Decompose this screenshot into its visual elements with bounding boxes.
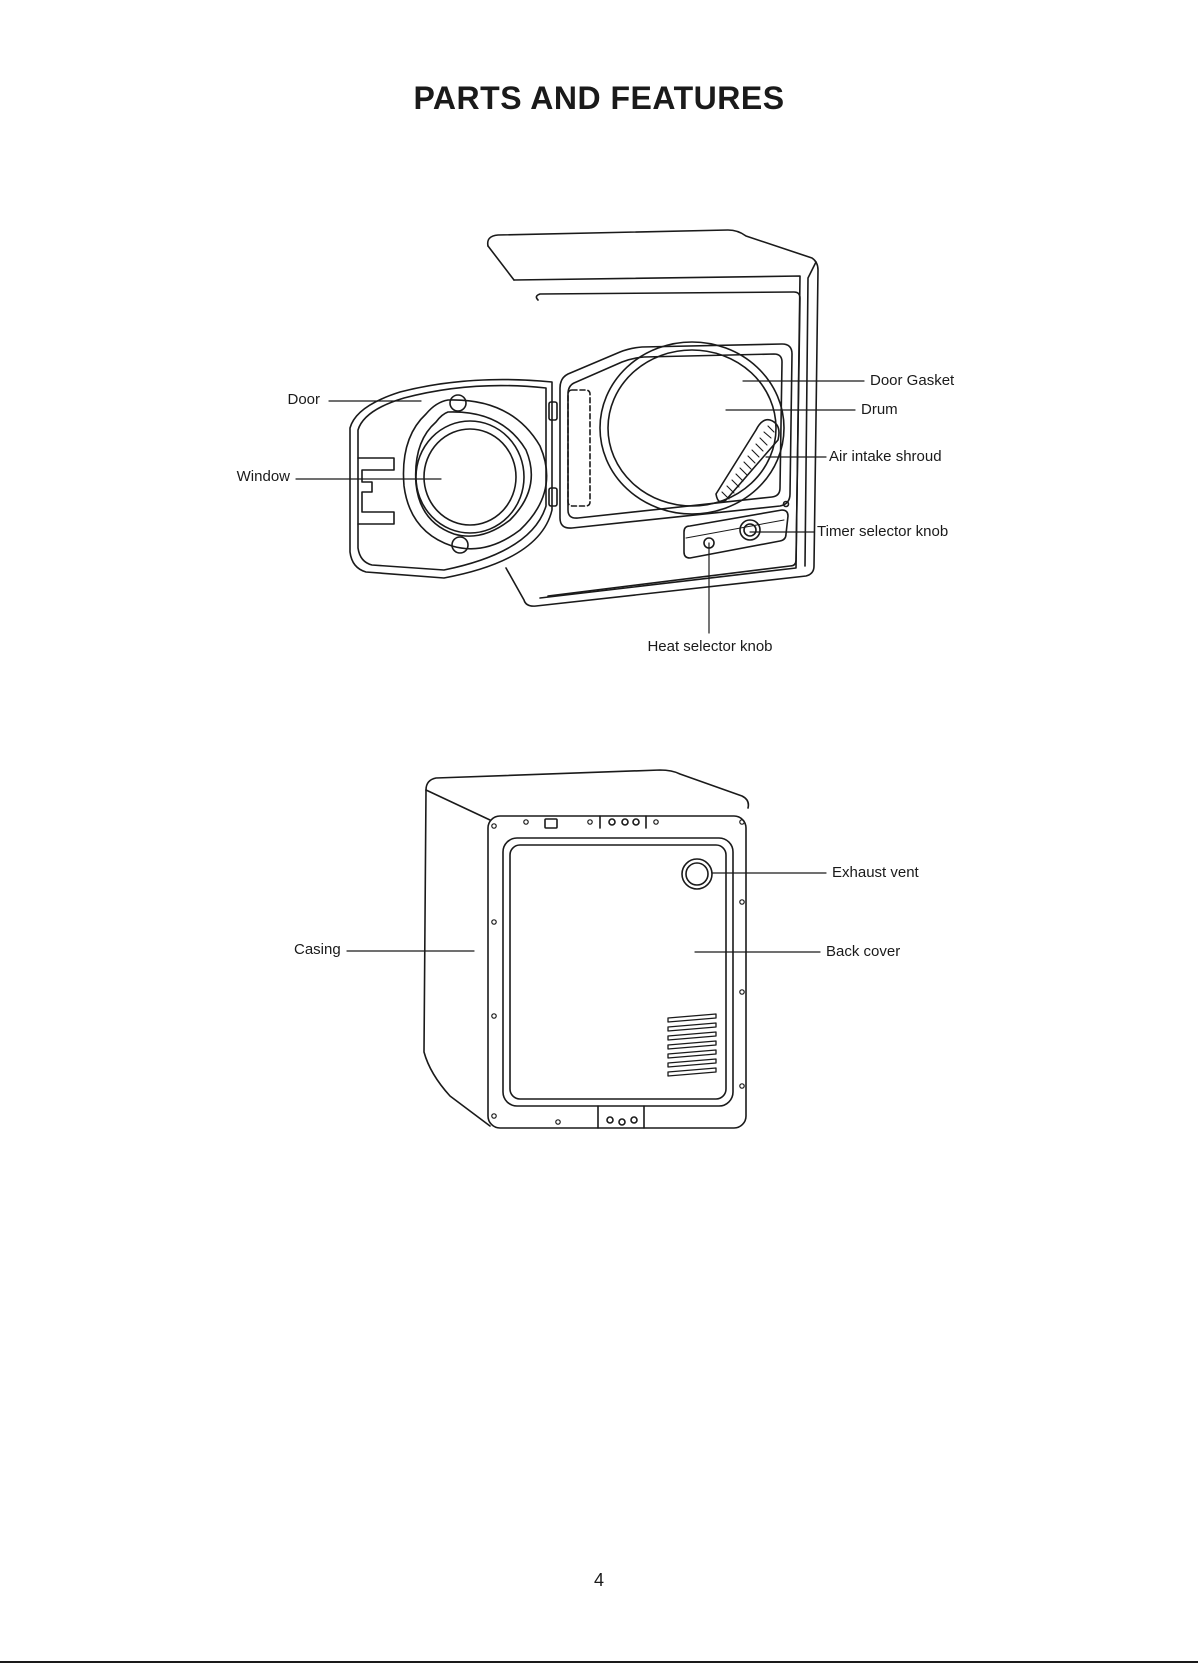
casing-label: Casing xyxy=(294,941,341,959)
front-view-drawing xyxy=(0,200,1198,680)
exhaust-vent-label: Exhaust vent xyxy=(832,864,919,882)
front-view-figure: Door Window Door Gasket Drum Air intake … xyxy=(0,200,1198,680)
back-view-figure: Casing Exhaust vent Back cover xyxy=(0,740,1198,1140)
back-view-drawing xyxy=(0,740,1198,1140)
drum-label: Drum xyxy=(861,401,898,419)
window-label: Window xyxy=(232,468,290,486)
timer-selector-knob-label: Timer selector knob xyxy=(817,523,948,541)
air-intake-shroud-label: Air intake shroud xyxy=(829,448,942,466)
bottom-rule xyxy=(0,1661,1198,1663)
door-gasket-label: Door Gasket xyxy=(870,372,954,390)
page-number: 4 xyxy=(0,1570,1198,1591)
back-cover-label: Back cover xyxy=(826,943,900,961)
heat-selector-knob-label: Heat selector knob xyxy=(640,638,780,656)
page-title: PARTS AND FEATURES xyxy=(0,80,1198,117)
door-label: Door xyxy=(286,391,320,409)
